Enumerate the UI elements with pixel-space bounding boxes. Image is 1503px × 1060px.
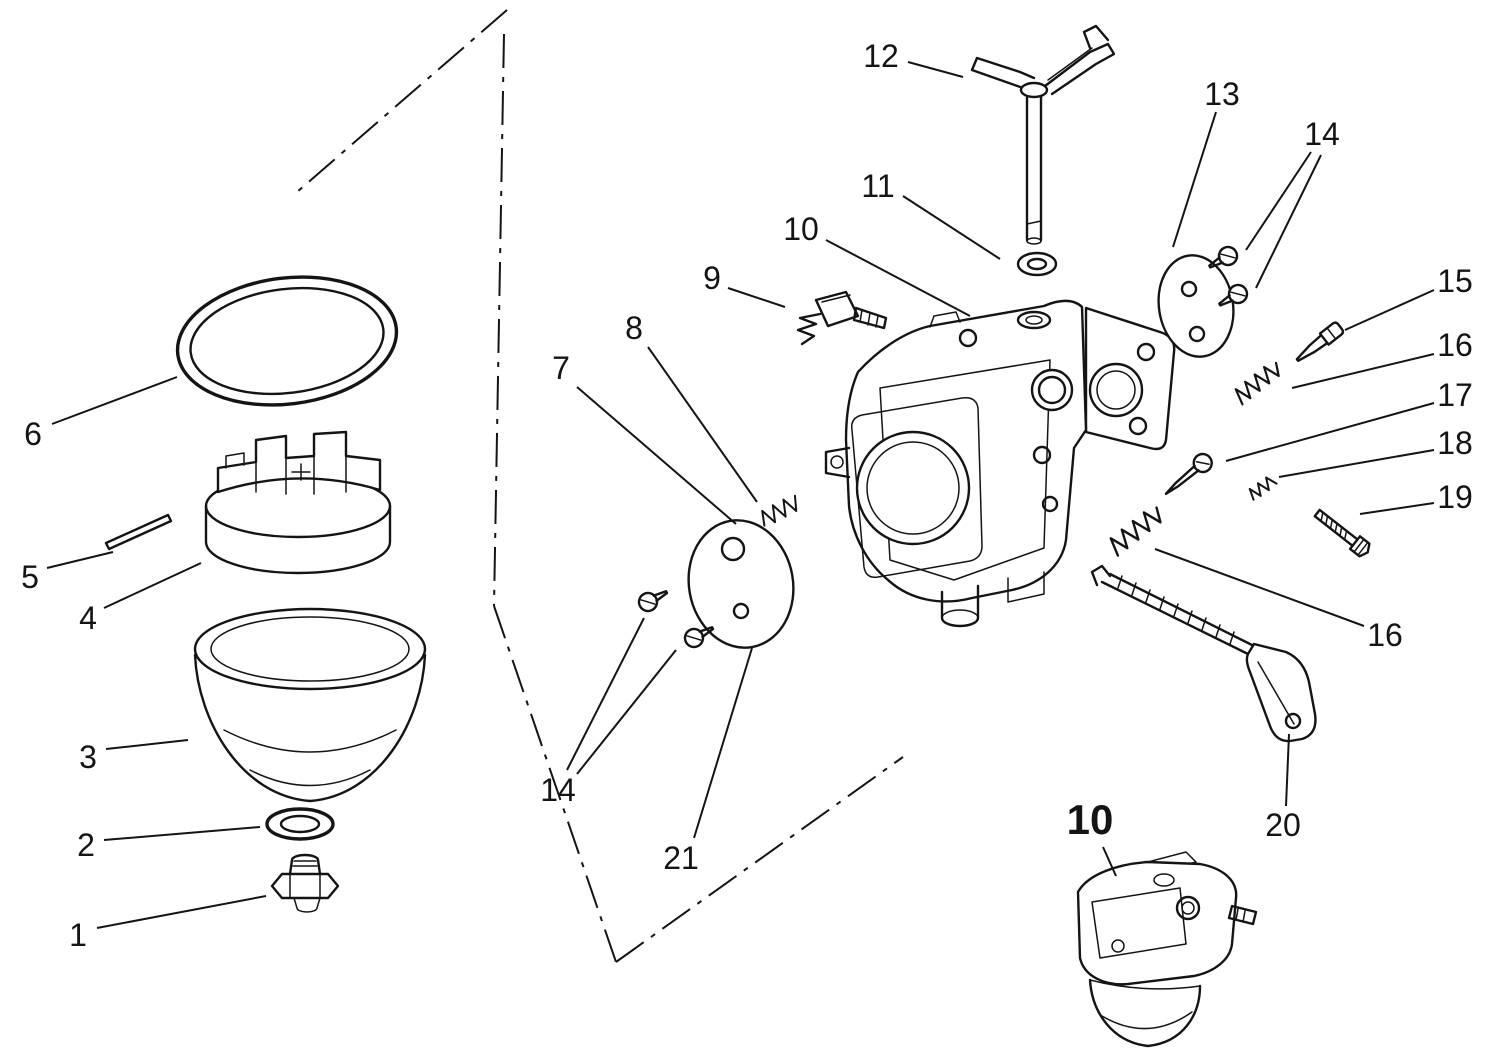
callout-11-number: 11 — [861, 168, 894, 204]
callout-17-number: 17 — [1437, 377, 1473, 413]
part-long-screw — [1313, 508, 1371, 558]
callout-21: 21 — [663, 647, 753, 876]
callout-7: 7 — [552, 350, 737, 525]
part-throttle-shaft — [970, 24, 1116, 245]
part-throttle-link-lever — [1090, 564, 1317, 743]
section-plane-lines — [296, 9, 904, 963]
part-bowl-gasket-ring — [175, 275, 399, 407]
callout-6-number: 6 — [24, 416, 42, 452]
callout-3: 3 — [79, 739, 189, 775]
part-idle-adjust-needle — [1295, 321, 1345, 362]
part-drain-plug-gasket — [265, 807, 335, 841]
callout-10-assembly: 10 — [1067, 796, 1117, 877]
part-float-pin — [104, 513, 173, 551]
callout-17: 17 — [1225, 377, 1473, 462]
callout-1: 1 — [69, 895, 267, 953]
callout-6: 6 — [24, 376, 178, 452]
callout-10-body: 10 — [783, 211, 971, 317]
callout-10-assembly-number: 10 — [1067, 796, 1114, 843]
callout-4: 4 — [79, 562, 202, 636]
part-spring-lower — [1109, 506, 1162, 557]
part-float — [204, 430, 392, 575]
callout-5: 5 — [21, 551, 114, 595]
part-cover-plate-disc — [687, 519, 795, 649]
callout-16-lower: 16 — [1154, 548, 1403, 653]
callout-20: 20 — [1265, 733, 1301, 843]
part-fuel-inlet-fitting — [796, 290, 888, 346]
callout-10-body-number: 10 — [783, 211, 819, 247]
callout-12: 12 — [863, 38, 964, 78]
callout-7-number: 7 — [552, 350, 570, 386]
callout-3-number: 3 — [79, 739, 97, 775]
callout-21-number: 21 — [663, 840, 699, 876]
callout-14-left: 14 — [540, 617, 677, 808]
callout-14-right: 14 — [1245, 116, 1340, 289]
callout-13-number: 13 — [1204, 76, 1240, 112]
callout-5-number: 5 — [21, 559, 39, 595]
part-fuel-bowl — [193, 607, 427, 803]
part-small-spring-retainer — [1248, 476, 1278, 501]
callout-9-number: 9 — [703, 260, 721, 296]
callout-2-number: 2 — [77, 827, 95, 863]
callout-8-number: 8 — [625, 310, 643, 346]
part-mixture-needle — [1164, 452, 1213, 496]
callout-18: 18 — [1278, 425, 1473, 478]
callout-14-right-number: 14 — [1304, 116, 1340, 152]
part-carburetor-body — [824, 299, 1176, 628]
callout-9: 9 — [703, 260, 786, 308]
part-drain-plug — [270, 853, 340, 913]
callout-11: 11 — [861, 168, 1001, 260]
callout-16-upper: 16 — [1291, 327, 1473, 389]
callout-19: 19 — [1359, 479, 1473, 515]
part-spring-upper — [1234, 361, 1280, 406]
callout-20-number: 20 — [1265, 807, 1301, 843]
callout-8: 8 — [625, 310, 758, 503]
callout-1-number: 1 — [69, 917, 87, 953]
part-small-spring — [761, 494, 798, 527]
callout-18-number: 18 — [1437, 425, 1473, 461]
callout-16-upper-number: 16 — [1437, 327, 1473, 363]
callout-2: 2 — [77, 826, 261, 863]
callout-19-number: 19 — [1437, 479, 1473, 515]
callout-12-number: 12 — [863, 38, 899, 74]
callout-13: 13 — [1172, 76, 1240, 248]
part-carburetor-complete-assembly — [1076, 851, 1258, 1048]
callout-14-left-number: 14 — [540, 772, 576, 808]
callout-4-number: 4 — [79, 600, 97, 636]
callout-15-number: 15 — [1437, 263, 1473, 299]
callout-15: 15 — [1344, 263, 1473, 331]
callout-16-lower-number: 16 — [1367, 617, 1403, 653]
part-seal-washer — [1016, 251, 1058, 277]
